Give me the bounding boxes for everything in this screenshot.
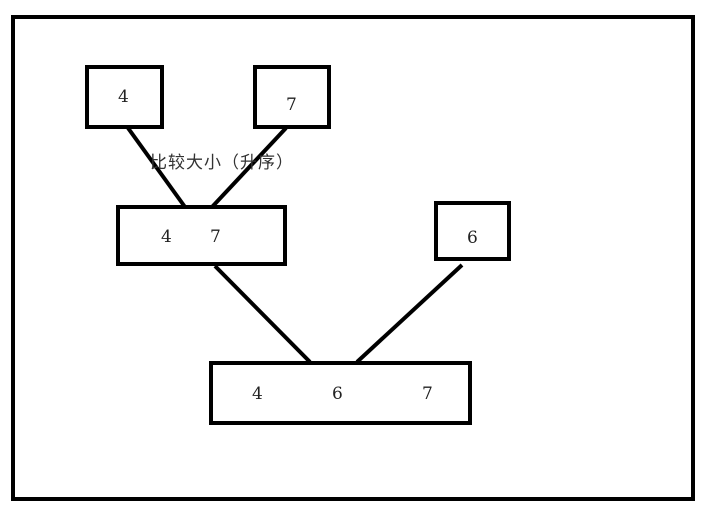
merge-final-value-1: 4 bbox=[252, 384, 263, 404]
merge-final-value-3: 7 bbox=[422, 384, 433, 404]
merge-first-value-2: 7 bbox=[210, 227, 221, 247]
leaf-node-4-value: 4 bbox=[118, 87, 129, 107]
edge-leaf-4-to-merge bbox=[126, 126, 187, 209]
merge-first-value-1: 4 bbox=[161, 227, 172, 247]
leaf-node-6-value: 6 bbox=[467, 228, 478, 248]
leaf-node-6: 6 bbox=[434, 201, 511, 261]
edge-leaf-7-to-merge bbox=[210, 126, 288, 209]
merge-node-final: 4 6 7 bbox=[209, 361, 472, 425]
compare-caption: 比较大小（升序） bbox=[150, 153, 294, 173]
merge-final-value-2: 6 bbox=[332, 384, 343, 404]
leaf-node-4: 4 bbox=[85, 65, 164, 129]
edge-merge-to-final bbox=[213, 264, 312, 364]
edge-leaf-6-to-final bbox=[355, 263, 464, 364]
merge-node-first: 4 7 bbox=[116, 205, 287, 266]
outer-frame bbox=[11, 15, 695, 501]
leaf-node-7: 7 bbox=[253, 65, 331, 129]
leaf-node-7-value: 7 bbox=[286, 95, 297, 115]
